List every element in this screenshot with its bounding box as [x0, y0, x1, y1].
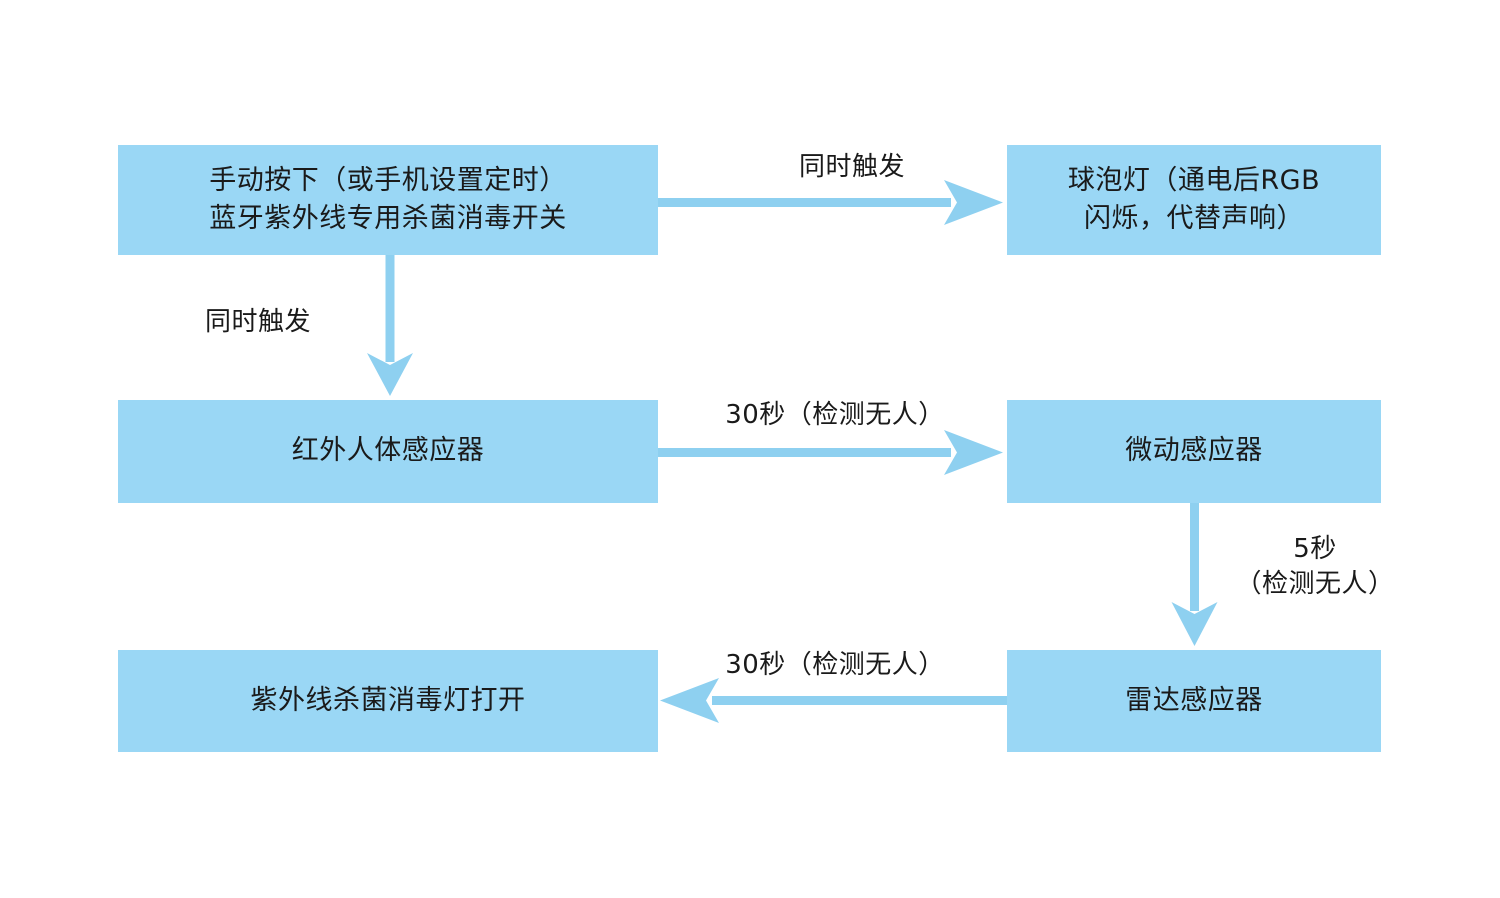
- node-label: 红外人体感应器: [291, 435, 485, 467]
- node-radar-sensor[interactable]: 雷达感应器: [1007, 650, 1381, 752]
- node-label: 微动感应器: [1125, 435, 1263, 467]
- node-bluetooth-uv-switch[interactable]: 手动按下（或手机设置定时） 蓝牙紫外线专用杀菌消毒开关: [118, 145, 658, 255]
- arrow-pir-to-micro: [658, 430, 1003, 475]
- node-infrared-body-sensor[interactable]: 红外人体感应器: [118, 400, 658, 503]
- edge-label-pir-to-micro: 30秒（检测无人）: [725, 400, 945, 430]
- node-label: 手动按下（或手机设置定时） 蓝牙紫外线专用杀菌消毒开关: [209, 164, 567, 234]
- edge-label-radar-to-uvlamp: 30秒（检测无人）: [725, 650, 945, 680]
- arrow-radar-to-uvlamp: [660, 678, 1007, 723]
- edge-label-micro-to-radar: 5秒 （检测无人）: [1235, 534, 1395, 600]
- node-label: 雷达感应器: [1125, 684, 1263, 716]
- arrow-micro-to-radar: [1171, 503, 1218, 646]
- edge-label-switch-to-pir: 同时触发: [205, 307, 312, 337]
- node-label: 球泡灯（通电后RGB 闪烁，代替声响）: [1067, 164, 1321, 234]
- arrow-switch-to-bulb: [658, 180, 1003, 225]
- node-uv-lamp-on[interactable]: 紫外线杀菌消毒灯打开: [118, 650, 658, 752]
- node-rgb-bulb[interactable]: 球泡灯（通电后RGB 闪烁，代替声响）: [1007, 145, 1381, 255]
- node-label: 紫外线杀菌消毒灯打开: [250, 684, 526, 716]
- edge-label-switch-to-bulb: 同时触发: [798, 152, 905, 182]
- node-microwave-sensor[interactable]: 微动感应器: [1007, 400, 1381, 503]
